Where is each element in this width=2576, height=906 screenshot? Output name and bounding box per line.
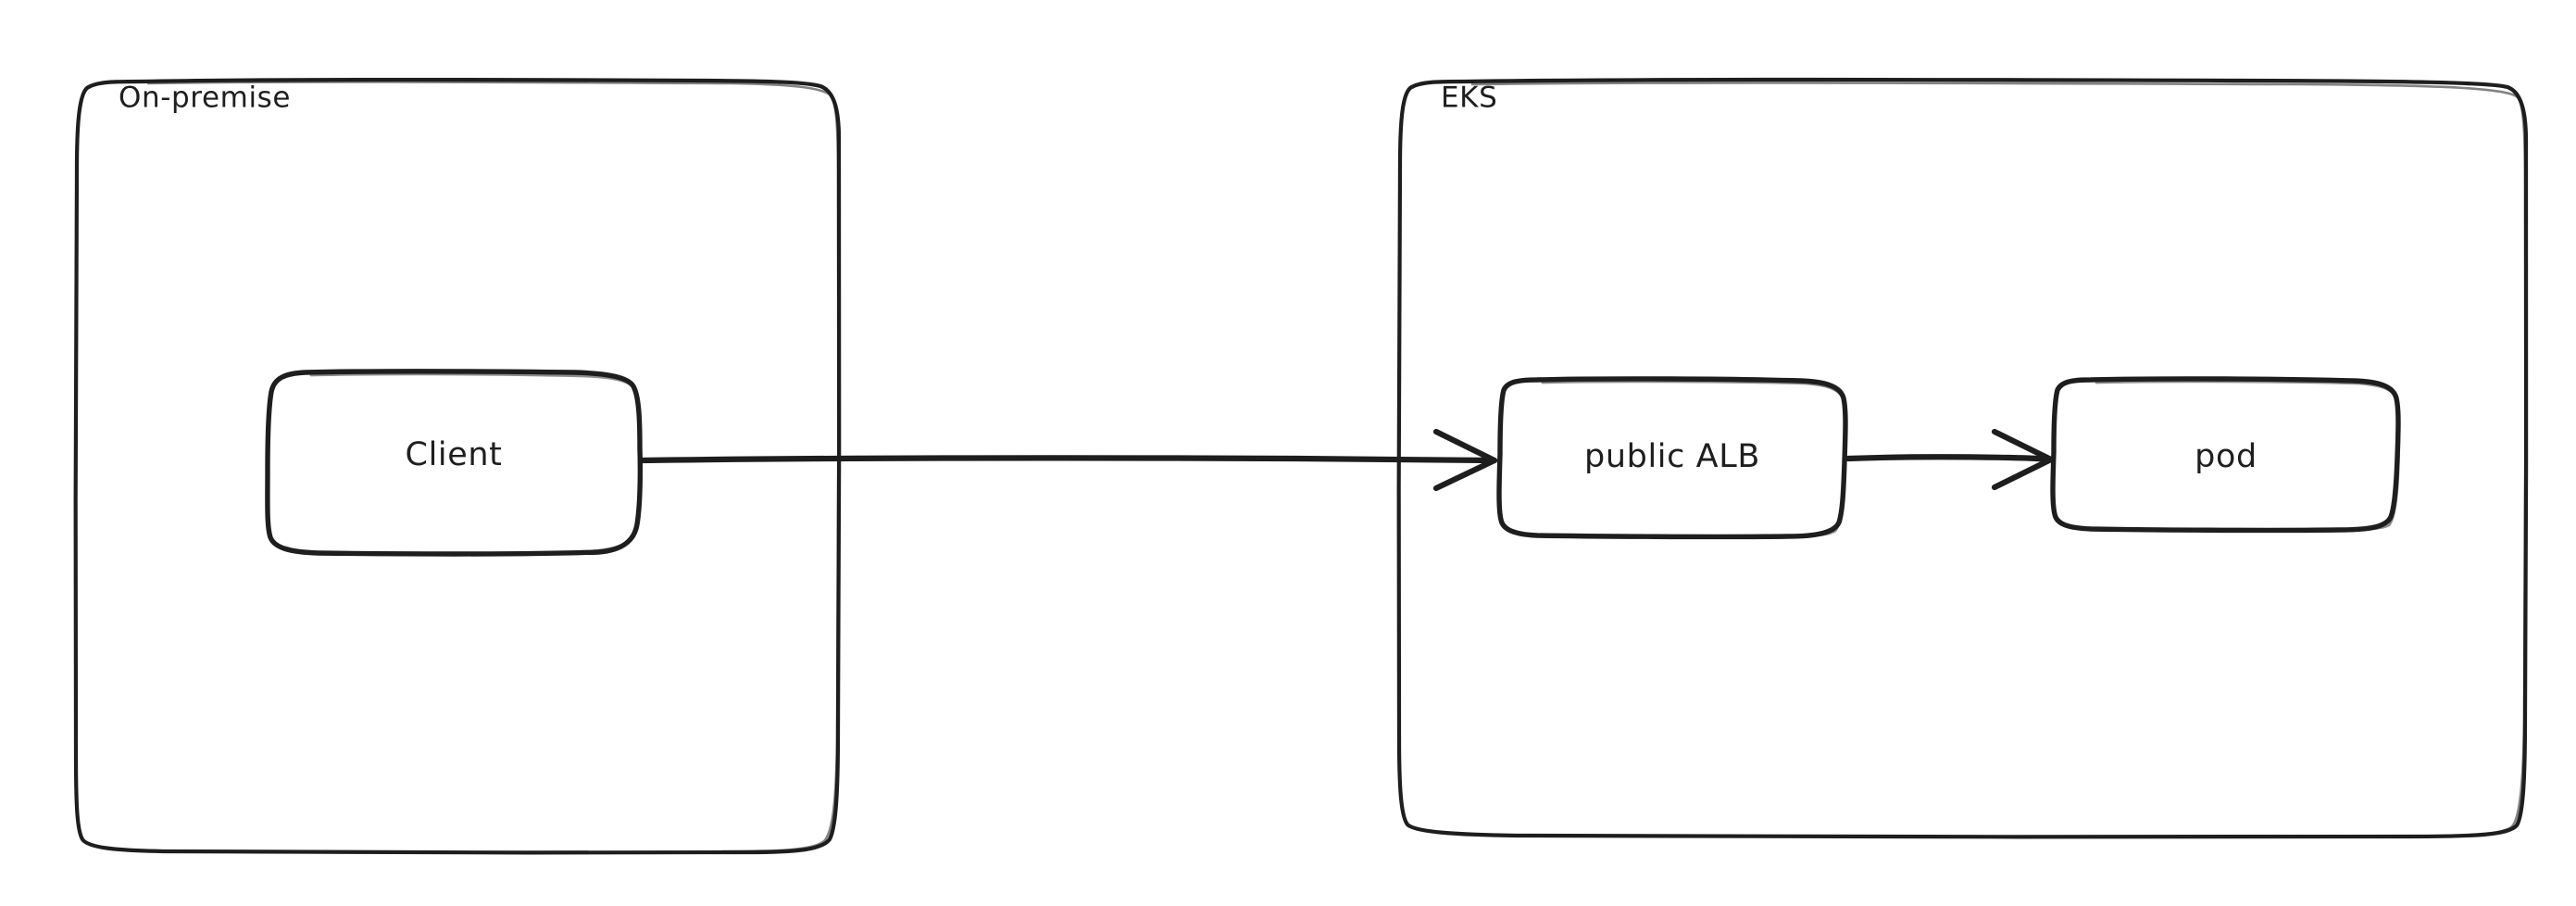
edge-client-to-public-alb[interactable] [637, 428, 1498, 492]
group-eks[interactable]: EKS [1396, 77, 2529, 839]
edge-client-to-public-alb-line [637, 455, 1496, 464]
node-pod-label: pod [2195, 438, 2257, 475]
node-client[interactable]: Client [265, 369, 644, 557]
node-client-label: Client [406, 436, 503, 473]
group-eks-border-overlay [1470, 82, 2527, 838]
edge-client-to-public-alb-arrowhead-lower [1432, 457, 1498, 492]
group-on-premise-border-overlay [146, 81, 840, 853]
node-client-border [265, 369, 644, 557]
edge-public-alb-to-pod-arrowhead [1991, 428, 2055, 463]
node-public-alb[interactable]: public ALB [1496, 376, 1848, 540]
node-public-alb-label: public ALB [1584, 438, 1760, 475]
edge-public-alb-to-pod-arrowhead-lower [1991, 456, 2055, 491]
edge-public-alb-to-pod-line [1844, 454, 2053, 463]
group-eks-label: EKS [1441, 82, 1497, 115]
edge-public-alb-to-pod[interactable] [1844, 428, 2055, 491]
node-pod-border-overlay [2095, 380, 2401, 532]
node-pod[interactable]: pod [2050, 376, 2401, 534]
node-client-border-overlay [309, 372, 642, 554]
edge-client-to-public-alb-arrowhead [1432, 428, 1498, 464]
group-on-premise-label: On-premise [119, 82, 291, 115]
node-public-alb-border-overlay [1541, 380, 1847, 538]
group-on-premise[interactable]: On-premise [73, 77, 842, 855]
